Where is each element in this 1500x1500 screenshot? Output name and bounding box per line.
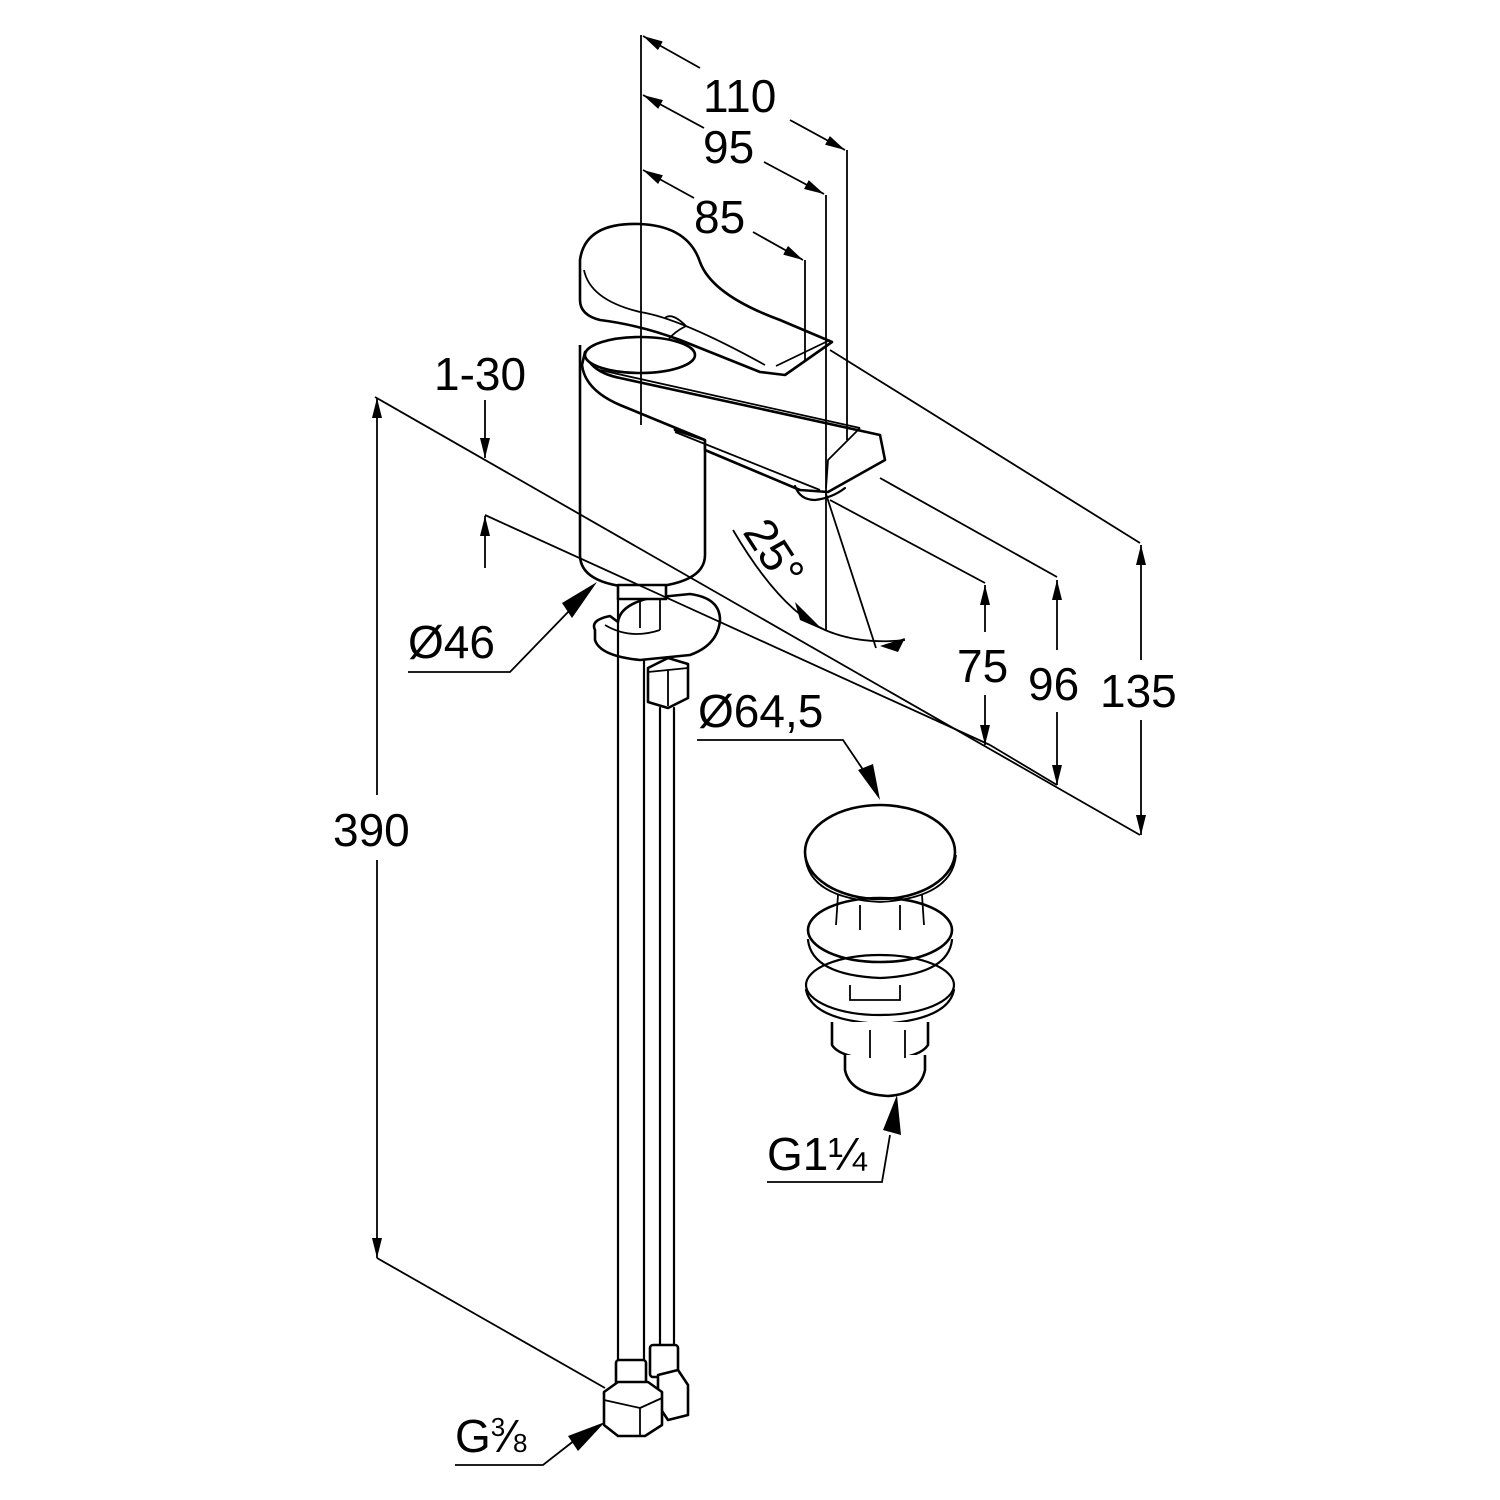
hose-thread-num: 3 [491, 1412, 505, 1442]
aerator [793, 484, 847, 502]
dim-line-95-a [642, 94, 705, 129]
leader-46 [408, 609, 571, 673]
angle-arc-25 [732, 529, 906, 643]
ext-line-75 [829, 499, 986, 584]
dim-line-95-b [763, 161, 825, 195]
deck-top-line [374, 396, 1141, 836]
label-96: 96 [1028, 658, 1079, 710]
waste-tail-facets [869, 1030, 906, 1058]
waste-thread-fraction: ¼ [828, 1128, 867, 1180]
waste-cap-rim [804, 854, 957, 903]
leader-46-arrow [562, 582, 597, 618]
dimension-labels: 110 95 85 1-30 25° 75 96 135 Ø46 Ø64,5 3… [333, 70, 1177, 1462]
label-95: 95 [703, 121, 754, 173]
cartridge-ring [583, 335, 697, 375]
dim-line-85-b [752, 231, 804, 261]
dim-line-110-a [642, 35, 701, 69]
lever-highlight [583, 269, 766, 366]
label-110: 110 [703, 70, 776, 122]
waste-flange-upper [806, 896, 954, 964]
label-135: 135 [1100, 665, 1177, 717]
leader-g1-1-4 [767, 1134, 891, 1183]
hose-nut-left-edge [603, 1397, 663, 1436]
leader-g3-8 [455, 1439, 576, 1466]
label-75: 75 [957, 640, 1008, 692]
fixing-slot [604, 596, 661, 635]
waste-slots [849, 985, 901, 1001]
angle-arrow-left [795, 602, 823, 630]
waste-ring [804, 953, 956, 1017]
angle-leg [825, 493, 877, 649]
leader-g3-8-arrow [568, 1422, 605, 1451]
waste-flange-lower [806, 938, 954, 980]
leader-g1-1-4-arrow [883, 1095, 901, 1135]
faucet [578, 222, 887, 1438]
label-25-degrees: 25° [734, 509, 815, 596]
waste-cap [803, 803, 957, 901]
dim-line-85-a [642, 169, 695, 199]
waste-cage [835, 894, 925, 930]
dim-line-110-b [789, 119, 846, 151]
hex-nut-edge [647, 667, 689, 706]
ext-line-96-base [989, 744, 1058, 786]
dimensions [372, 35, 1146, 1466]
ext-line-390-bottom [376, 1257, 606, 1389]
ext-line-135 [829, 349, 1141, 544]
faucet-spout [580, 350, 887, 494]
label-hose-thread: G3⁄8 [455, 1410, 527, 1462]
leader-64-5 [697, 739, 871, 781]
waste-thread-main: G1 [767, 1128, 828, 1180]
hose-thread-main: G [455, 1410, 491, 1462]
label-85: 85 [694, 191, 745, 243]
label-diameter-64-5: Ø64,5 [698, 685, 823, 737]
waste-body [830, 1022, 930, 1062]
label-390: 390 [333, 804, 410, 856]
faucet-lever [578, 222, 834, 377]
base-stud [616, 583, 668, 601]
angle-arrow-right [880, 638, 905, 652]
label-diameter-46: Ø46 [408, 616, 495, 668]
label-1-30: 1-30 [434, 348, 526, 400]
spout-edge [674, 431, 821, 491]
deck-bottom-line [484, 514, 991, 746]
popup-waste [803, 803, 957, 1098]
waste-tail [843, 1055, 927, 1098]
fixing-plate [592, 592, 722, 662]
leader-64-5-arrow [858, 764, 880, 800]
ext-line-96 [879, 477, 1058, 578]
hose-nut-left [602, 1380, 664, 1438]
label-waste-thread: G1¼ [767, 1128, 867, 1180]
lever-tip [775, 339, 831, 367]
hose-thread-den: 8 [513, 1428, 527, 1458]
